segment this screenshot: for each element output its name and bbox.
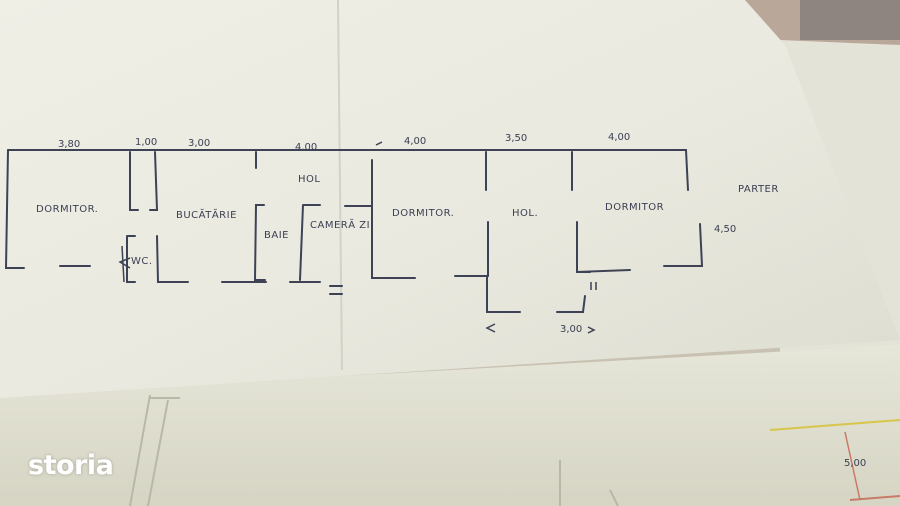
room-label: DORMITOR [605,202,664,213]
underlay-red-arrow [844,431,861,501]
underlay-dimension-label: 5,00 [844,458,866,469]
dimension-label: 1,00 [135,137,157,148]
dimension-label: 3,80 [58,139,80,150]
room-label: DORMITOR. [36,204,98,215]
room-label: CAMERĂ ZI [310,218,370,231]
room-label: HOL [298,174,320,185]
dimension-label-right: 4,50 [714,224,736,235]
underlay-lines [129,394,619,506]
small-marks [118,141,597,334]
background-fabric-dark [800,0,900,40]
room-label: WC. [131,256,153,267]
dimension-label: 4,00 [608,132,630,143]
dimension-label: 3,50 [505,133,527,144]
main-paper-sheet [0,0,900,398]
dimension-label: 4,00 [295,142,317,153]
room-label: HOL. [512,208,538,219]
room-label: BUCĂTĂRIE [176,208,237,221]
underlay-red-line [849,495,900,501]
paper-fold [337,0,343,371]
storia-watermark-logo: storia [28,450,114,481]
room-label: DORMITOR. [392,208,454,219]
dimension-label: 4,00 [404,136,426,147]
dimension-label: 3,00 [188,138,210,149]
floor-plan-walls [4,149,704,313]
underlay-yellow-line [769,419,900,431]
lower-sheet [0,345,900,506]
level-label: PARTER [738,184,779,195]
dimension-label-bottom: 3,00 [560,324,582,335]
room-label: BAIE [264,230,289,241]
